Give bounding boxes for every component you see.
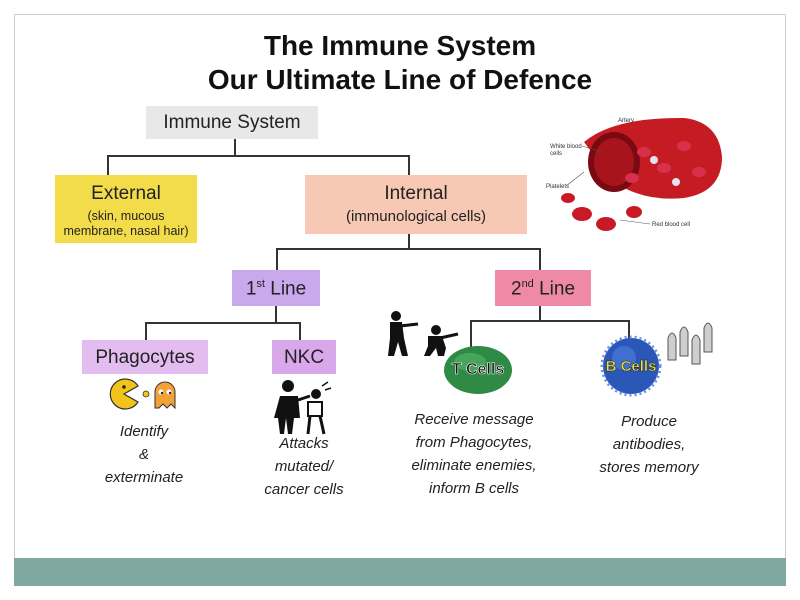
second-line-number: 2 bbox=[510, 278, 522, 300]
node-first-line-label: 1st Line bbox=[232, 278, 320, 300]
t-cells-desc-line: inform B cells bbox=[428, 480, 520, 497]
connector bbox=[145, 322, 147, 340]
node-internal: Internal (immunological cells) bbox=[305, 175, 527, 234]
connector bbox=[470, 320, 472, 348]
t-cell-icon: T Cells bbox=[444, 346, 512, 394]
second-line-word: Line bbox=[539, 278, 576, 300]
platelets-label: Platelets bbox=[546, 184, 569, 190]
phagocytes-description: Identify & exterminate bbox=[84, 420, 204, 489]
connector bbox=[145, 322, 301, 324]
connector bbox=[539, 248, 541, 270]
title-line-2: Our Ultimate Line of Defence bbox=[207, 64, 593, 95]
node-external: External (skin, mucous membrane, nasal h… bbox=[55, 175, 197, 243]
connector bbox=[107, 155, 410, 157]
soldiers-icon bbox=[388, 311, 459, 356]
nkc-desc-line: mutated/ bbox=[274, 458, 334, 475]
b-cells-description: Produce antibodies, stores memory bbox=[582, 410, 716, 479]
node-immune-system-label: Immune System bbox=[163, 112, 301, 133]
b-cells-desc-line: Produce bbox=[621, 413, 677, 430]
nkc-desc-line: Attacks bbox=[279, 435, 329, 452]
t-cells-desc-line: from Phagocytes, bbox=[415, 434, 533, 451]
b-cells-desc-line: stores memory bbox=[599, 459, 699, 476]
connector bbox=[234, 139, 236, 156]
wbc-label-2: cells bbox=[550, 151, 562, 157]
slide-frame bbox=[14, 14, 786, 586]
wbc-label-1: White blood bbox=[550, 144, 582, 150]
node-external-detail: (skin, mucous membrane, nasal hair) bbox=[63, 209, 189, 238]
first-line-number: 1 bbox=[245, 278, 257, 300]
nkc-desc-line: cancer cells bbox=[264, 481, 344, 498]
attack-figures-icon bbox=[274, 380, 332, 435]
t-cells-label: T Cells bbox=[452, 361, 505, 378]
phagocytes-desc-line: & bbox=[138, 446, 149, 463]
node-immune-system: Immune System bbox=[146, 106, 318, 139]
pacman-ghost-icon bbox=[109, 378, 176, 410]
node-phagocytes: Phagocytes bbox=[82, 340, 208, 374]
b-cells-desc-line: antibodies, bbox=[612, 436, 686, 453]
antibodies-icon bbox=[667, 322, 713, 365]
connector bbox=[628, 320, 630, 342]
title-line-1: The Immune System bbox=[263, 30, 537, 61]
artery-label: Artery bbox=[618, 118, 634, 124]
connector bbox=[275, 306, 277, 323]
connector bbox=[276, 248, 278, 270]
t-cells-desc-line: Receive message bbox=[414, 411, 534, 428]
node-second-line-label: 2nd Line bbox=[495, 278, 591, 300]
connector bbox=[299, 322, 301, 340]
connector bbox=[539, 306, 541, 321]
t-cells-description: Receive message from Phagocytes, elimina… bbox=[390, 408, 558, 500]
node-second-line: 2nd Line bbox=[495, 270, 591, 306]
node-internal-label: Internal bbox=[384, 183, 448, 204]
node-external-label: External bbox=[91, 183, 161, 204]
node-first-line: 1st Line bbox=[232, 270, 320, 306]
footer-bar bbox=[14, 558, 786, 586]
rbc-label: Red blood cell bbox=[652, 222, 690, 228]
node-internal-detail: (immunological cells) bbox=[345, 208, 487, 225]
nkc-description: Attacks mutated/ cancer cells bbox=[246, 432, 362, 501]
first-line-suffix: st bbox=[256, 278, 265, 290]
connector bbox=[408, 234, 410, 249]
artery-illustration: Artery White blood cells Platelets Red b… bbox=[546, 117, 722, 231]
b-cell-icon: B Cells bbox=[600, 335, 662, 397]
connector bbox=[107, 155, 109, 175]
first-line-word: Line bbox=[270, 278, 307, 300]
node-nkc-label: NKC bbox=[283, 347, 325, 368]
connector bbox=[276, 248, 541, 250]
node-phagocytes-label: Phagocytes bbox=[95, 347, 195, 368]
phagocytes-desc-line: Identify bbox=[119, 423, 169, 440]
b-cells-label: B Cells bbox=[606, 358, 657, 375]
second-line-suffix: nd bbox=[521, 278, 534, 290]
node-nkc: NKC bbox=[272, 340, 336, 374]
t-cells-desc-line: eliminate enemies, bbox=[411, 457, 537, 474]
connector bbox=[470, 320, 630, 322]
phagocytes-desc-line: exterminate bbox=[104, 469, 184, 486]
connector bbox=[408, 155, 410, 175]
